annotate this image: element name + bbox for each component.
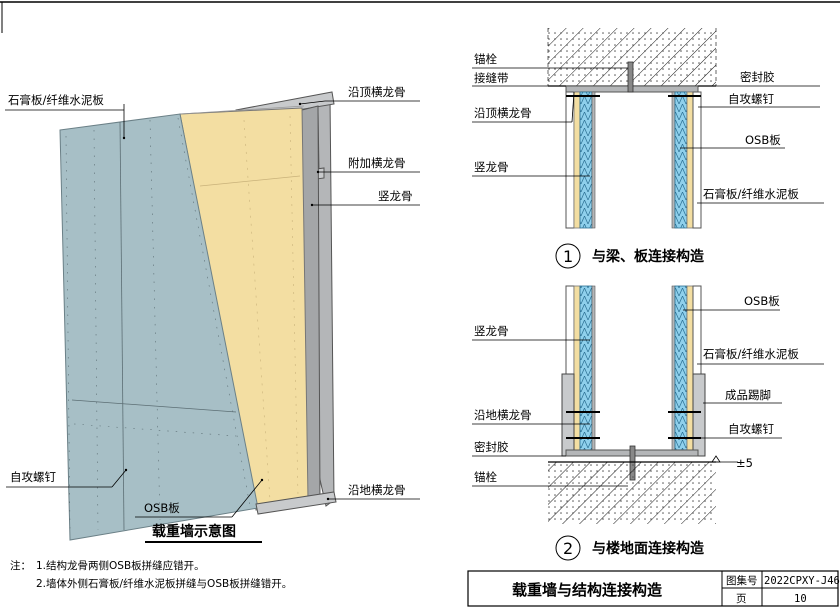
d2-right-osb bbox=[686, 285, 694, 457]
d2-label-anchor: 锚栓 bbox=[474, 470, 497, 484]
label-gypsum-board: 石膏板/纤维水泥板 bbox=[8, 93, 104, 107]
d2-skirting-right bbox=[692, 373, 706, 457]
d1-right-stud bbox=[671, 91, 676, 229]
caption-wall-diagram: 载重墙示意图 bbox=[152, 523, 236, 540]
d1-caption: 与梁、板连接构造 bbox=[592, 248, 704, 265]
d2-label-gypsum: 石膏板/纤维水泥板 bbox=[703, 347, 799, 361]
gypsum-joint-v bbox=[119, 121, 125, 531]
d2-right-insulation bbox=[674, 285, 688, 457]
osb-top-edge bbox=[179, 105, 305, 115]
d1-number: 1 bbox=[563, 247, 573, 266]
label-bottom-track: 沿地横龙骨 bbox=[348, 483, 406, 497]
notes-prefix: 注： bbox=[10, 559, 31, 572]
label-stud: 竖龙骨 bbox=[378, 189, 413, 203]
detail-floor-connection: 竖龙骨 OSB板 石膏板/纤维水泥板 成品踢脚 沿地横龙骨 自攻螺钉 密封胶 ±… bbox=[472, 285, 824, 561]
notes-line-2: 2.墙体外侧石膏板/纤维水泥板拼缝与OSB板拼缝错开。 bbox=[36, 577, 292, 590]
label-top-track: 沿顶横龙骨 bbox=[348, 85, 406, 99]
d1-label-screw: 自攻螺钉 bbox=[728, 92, 774, 106]
d1-left-stud bbox=[591, 91, 596, 229]
d1-right-insulation bbox=[674, 91, 688, 229]
title-block: 载重墙与结构连接构造 图集号 2022CPXY-J462 页 10 bbox=[467, 570, 840, 607]
d2-left-osb bbox=[573, 285, 581, 457]
d2-label-screw: 自攻螺钉 bbox=[728, 422, 774, 436]
label-screw: 自攻螺钉 bbox=[10, 470, 56, 484]
label-extra-track: 附加横龙骨 bbox=[348, 156, 406, 170]
d1-label-joint-tape: 接缝带 bbox=[474, 71, 509, 85]
d1-label-osb: OSB板 bbox=[745, 133, 781, 147]
d2-label-skirting: 成品踢脚 bbox=[725, 388, 771, 402]
title-block-atlas-value: 2022CPXY-J462 bbox=[764, 575, 840, 587]
d1-right-gypsum bbox=[692, 91, 702, 229]
d1-number-circle bbox=[555, 243, 581, 269]
d1-anchor bbox=[627, 61, 634, 93]
d2-label-level: ±5 bbox=[736, 456, 753, 470]
d1-right-osb bbox=[686, 91, 694, 229]
d1-leader-top-track-tip bbox=[571, 91, 575, 123]
title-block-page-value: 10 bbox=[794, 593, 807, 605]
title-block-page-label: 页 bbox=[736, 593, 747, 605]
leader-screw bbox=[111, 468, 128, 488]
label-osb: OSB板 bbox=[144, 501, 180, 515]
floor-dots bbox=[548, 462, 716, 524]
load-bearing-wall-isometric: 石膏板/纤维水泥板 沿顶横龙骨 附加横龙骨 竖龙骨 自攻螺钉 OSB板 沿地横龙… bbox=[5, 85, 420, 543]
d2-level-triangle bbox=[711, 455, 721, 463]
d2-label-stud: 竖龙骨 bbox=[474, 324, 509, 338]
d2-label-sealant: 密封胶 bbox=[474, 440, 509, 454]
d1-label-anchor: 锚栓 bbox=[474, 52, 497, 66]
leader-top-track-tip bbox=[298, 100, 326, 106]
d2-label-bottom-track: 沿地横龙骨 bbox=[474, 408, 532, 422]
d1-label-top-track: 沿顶横龙骨 bbox=[474, 106, 532, 120]
d1-left-osb bbox=[573, 91, 581, 229]
d2-skirting-left bbox=[561, 373, 575, 457]
detail-beam-slab-connection: 锚栓 接缝带 沿顶横龙骨 竖龙骨 密封胶 自攻螺钉 OSB板 石膏板/纤维水泥板… bbox=[472, 28, 824, 269]
d1-label-sealant: 密封胶 bbox=[740, 70, 775, 84]
title-block-title: 载重墙与结构连接构造 bbox=[512, 581, 662, 599]
d1-label-stud: 竖龙骨 bbox=[474, 160, 509, 174]
d2-left-insulation bbox=[579, 285, 593, 457]
osb-joint bbox=[199, 175, 301, 187]
notes-line-1: 1.结构龙骨两侧OSB板拼缝应错开。 bbox=[36, 559, 205, 572]
gypsum-joint-h bbox=[71, 399, 237, 413]
d1-label-gypsum: 石膏板/纤维水泥板 bbox=[703, 187, 799, 201]
notes: 注： 1.结构龙骨两侧OSB板拼缝应错开。 2.墙体外侧石膏板/纤维水泥板拼缝与… bbox=[10, 559, 292, 590]
d2-label-osb: OSB板 bbox=[744, 294, 780, 308]
d2-caption: 与楼地面连接构造 bbox=[592, 540, 704, 557]
bottom-track-shape bbox=[255, 491, 337, 515]
leader-osb bbox=[231, 478, 264, 518]
d1-left-insulation bbox=[579, 91, 593, 229]
d2-number: 2 bbox=[563, 539, 573, 558]
d2-number-circle bbox=[555, 535, 581, 561]
d2-left-stud bbox=[591, 285, 596, 457]
d2-right-stud bbox=[671, 285, 676, 457]
title-block-atlas-label: 图集号 bbox=[726, 574, 758, 587]
